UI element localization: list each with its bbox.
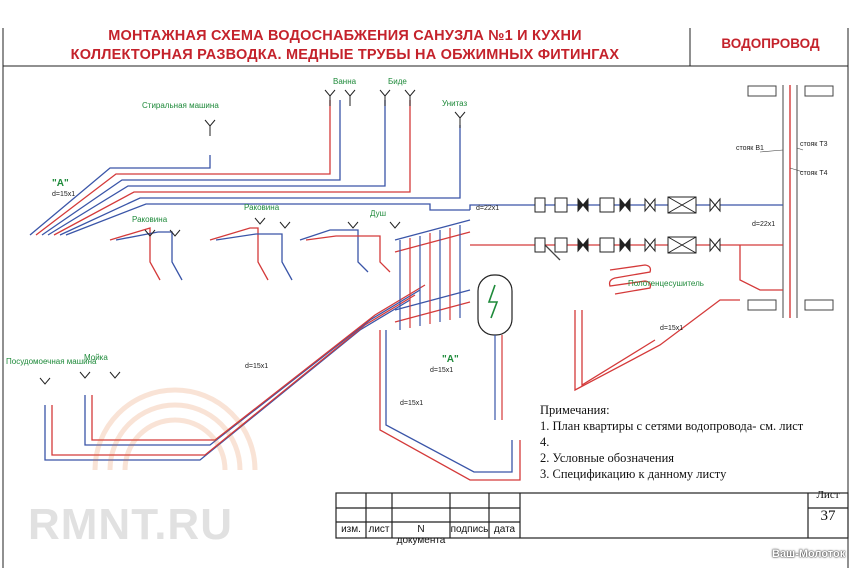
label-a2: "А" [442,354,459,365]
sheet-label: Лист [816,489,840,501]
title-block-col-list: лист [368,524,390,535]
note-3: 3. Спецификацию к данному листу [540,467,727,481]
fixture-toilet-label: Унитаз [442,99,468,108]
supply-lines-kitchen [44,284,521,481]
notes-block: Примечания: 1. План квартиры с сетями во… [540,402,803,482]
fixture-sink1-label: Раковина [132,215,168,224]
title-block-col-date: дата [493,524,516,535]
riser-t3-label: стояк Т3 [800,141,828,148]
note-1: 1. План квартиры с сетями водопровода- с… [540,419,804,433]
fixture-towel-rail-label: Полотенцесушитель [628,279,704,288]
fixture-sink2-label: Раковина [244,203,280,212]
supply-lines-bathroom [29,100,470,236]
risers [747,85,834,318]
watermark-text: RMNT.RU [28,500,233,549]
note-1-cont: 4. [540,435,550,449]
pipe-dim-22-upper: d=22x1 [476,205,499,212]
watermark-logo-mark [92,387,258,471]
fixture-dishwasher-label: Посудомоечная машина [6,357,97,366]
corner-logo: Ваш-Молоток [772,548,846,560]
title-block-col-izm: изм. [341,524,361,535]
drawing-frame [2,28,849,568]
fixture-kitchen-sink-label: Мойка [84,353,108,362]
pipe-dim-15-towel: d=15x1 [660,325,683,332]
title-block-grid [335,492,849,539]
fixture-bidet-label: Биде [388,77,407,86]
note-2: 2. Условные обозначения [540,451,675,465]
fixture-washer-label: Стиральная машина [142,101,219,110]
valve-train [534,196,721,254]
label-a1-dim: d=15x1 [52,191,75,198]
fixture-shower-label: Душ [370,209,386,218]
title-area: МОНТАЖНАЯ СХЕМА ВОДОСНАБЖЕНИЯ САНУЗЛА №1… [0,28,690,66]
riser-t4-label: стояк Т4 [800,170,828,177]
pipe-dim-22-right: d=22x1 [752,221,775,228]
drawing-title-line1: МОНТАЖНАЯ СХЕМА ВОДОСНАБЖЕНИЯ САНУЗЛА №1… [108,28,582,44]
supply-lines-sinks [109,227,391,281]
pipe-dim-15-kitchen: d=15x1 [245,363,268,370]
notes-heading: Примечания: [540,403,610,417]
sheet-number: 37 [820,508,836,524]
drawing-title-line2: КОЛЛЕКТОРНАЯ РАЗВОДКА. МЕДНЫЕ ТРУБЫ НА О… [70,47,620,63]
label-a1: "А" [52,178,69,189]
riser-b1-label: стояк В1 [736,145,764,152]
label-a2-dim: d=15x1 [430,367,453,374]
towel-rail-loop [574,264,740,392]
faucet-symbols [39,89,466,385]
title-block-col-sign: подпись [450,524,489,535]
fixture-bath-label: Ванна [333,77,357,86]
collector-manifold [394,219,471,330]
pipe-dim-15-lower: d=15x1 [400,400,423,407]
water-heater [477,274,513,420]
title-block-col-doc: N документа [396,524,446,546]
section-label: ВОДОПРОВОД [721,36,820,51]
